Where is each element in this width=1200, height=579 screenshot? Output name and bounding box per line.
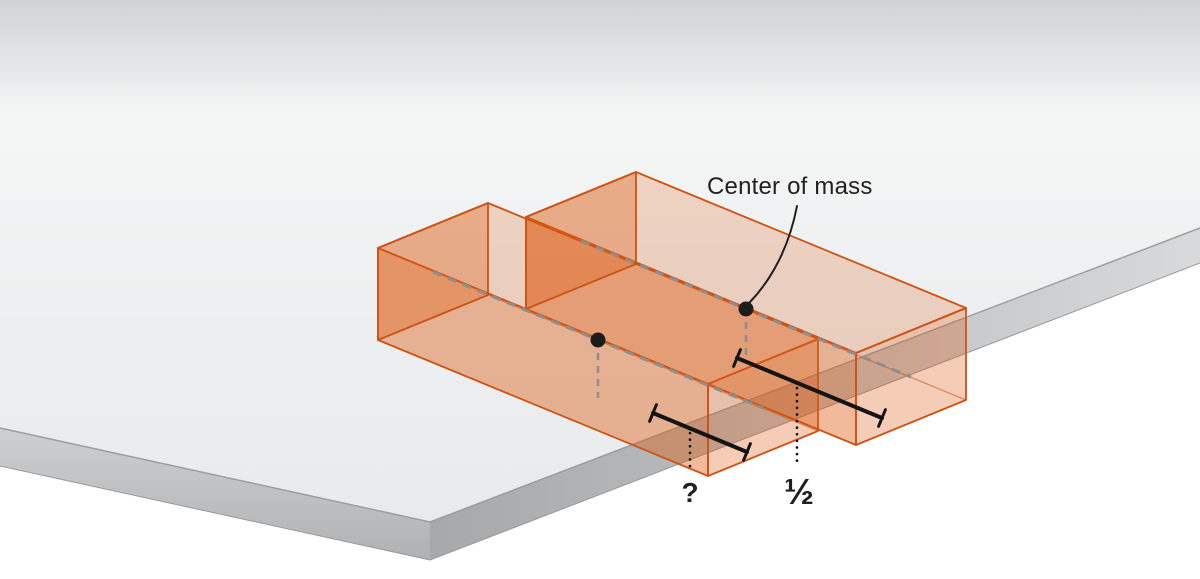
center-of-mass-leader-line [749,205,798,303]
measurements [648,348,887,472]
measure-bar-half-tick-right [877,408,887,428]
half-label: ½ [784,471,814,512]
measure-bar-unknown-tick-right [742,442,752,462]
labels: Center of mass ? ½ [681,173,872,512]
table-edge-top-line [0,227,1200,523]
center-of-mass-dot-top [738,301,754,317]
center-of-mass-dot-bottom [590,332,606,348]
block-bottom-left-end-face [377,202,489,341]
table-edge-right-face [430,228,1200,560]
measure-bar-unknown-tick-left [648,403,658,423]
block-top-left-end-face [525,171,637,310]
measure-bar-unknown [651,411,749,454]
center-of-mass-label: Center of mass [707,173,873,200]
table-top-surface [0,0,1200,522]
table-edge-left-face [0,428,430,560]
measure-bar-half [735,356,884,420]
table [0,0,1200,561]
measure-bar-half-tick-left [732,348,742,368]
table-edge-bottom-line [0,262,1200,561]
unknown-label: ? [681,477,698,508]
